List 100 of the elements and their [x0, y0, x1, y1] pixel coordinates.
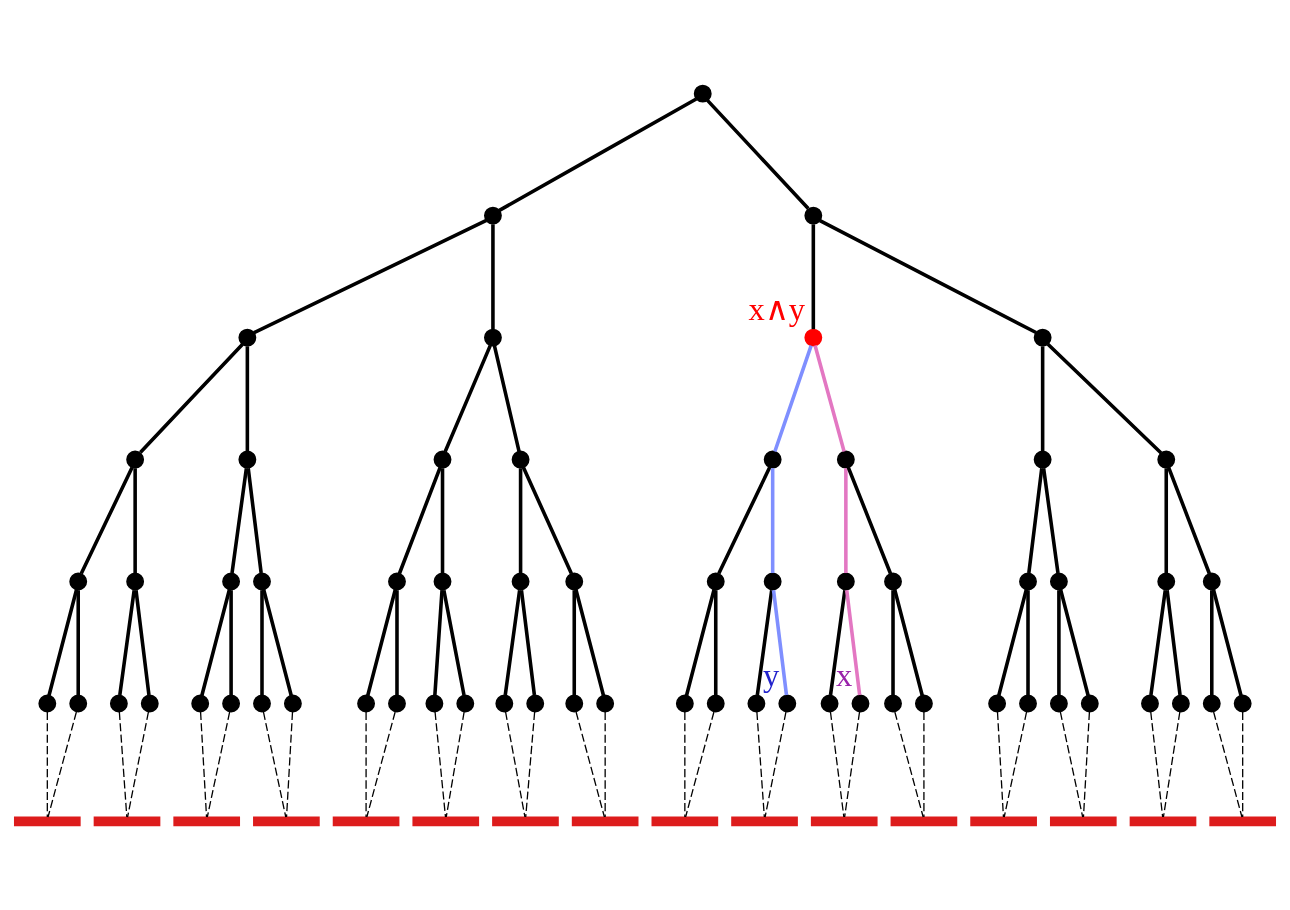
connector	[1150, 710, 1164, 818]
node-bar	[810, 816, 878, 826]
node-circle	[140, 694, 159, 712]
node-label: y	[762, 656, 780, 693]
connector	[1041, 467, 1060, 573]
connector	[1003, 710, 1028, 818]
connector	[575, 710, 606, 818]
connector	[756, 710, 765, 818]
node-circle	[706, 694, 725, 712]
connector	[684, 710, 715, 818]
connector	[206, 710, 231, 818]
connector	[819, 218, 1037, 334]
connector	[829, 710, 845, 818]
connector	[440, 467, 445, 573]
node-circle	[1049, 572, 1068, 590]
connector	[755, 589, 774, 695]
node-circle	[1019, 572, 1037, 590]
node-circle	[283, 694, 302, 712]
connector	[285, 710, 294, 818]
node-circle	[884, 694, 902, 712]
node-circle	[1202, 694, 1221, 712]
connector	[572, 589, 577, 695]
connector	[366, 588, 398, 696]
connector	[118, 710, 128, 818]
connector	[47, 588, 79, 696]
node-circle	[804, 328, 823, 347]
connector	[245, 345, 250, 451]
node-circle	[191, 694, 210, 712]
connector	[706, 98, 810, 210]
connector	[1210, 589, 1214, 695]
node-label: x	[836, 656, 853, 693]
node-circle	[988, 694, 1007, 712]
node-circle	[511, 450, 530, 468]
node-circle	[495, 694, 514, 712]
node-circle	[1157, 450, 1176, 468]
node-circle	[1080, 694, 1099, 712]
connector	[811, 223, 816, 329]
node-bar	[1049, 816, 1117, 826]
node-circle	[693, 84, 712, 103]
node-circle	[1141, 694, 1159, 712]
node-circle	[914, 694, 933, 712]
node-circle	[1171, 694, 1190, 712]
node-circle	[565, 572, 584, 590]
node-circle	[1233, 694, 1252, 712]
node-bar	[1209, 816, 1277, 826]
node-circle	[1033, 450, 1052, 468]
connector	[365, 710, 367, 818]
connector	[604, 710, 606, 818]
connector	[1212, 710, 1243, 818]
connector	[894, 710, 924, 818]
connector	[1058, 588, 1090, 696]
connector	[892, 588, 924, 696]
node-circle	[433, 572, 452, 590]
node-bar	[412, 816, 480, 826]
connector	[846, 466, 893, 574]
node-bar	[332, 816, 400, 826]
connector	[134, 589, 151, 695]
node-circle	[238, 328, 257, 347]
connector	[773, 344, 813, 452]
node-circle	[596, 694, 615, 712]
connector	[1242, 710, 1244, 818]
connector	[395, 589, 399, 695]
node-bar	[173, 816, 241, 826]
connector	[366, 710, 396, 818]
connector	[1149, 589, 1168, 695]
connector	[764, 710, 787, 818]
connector	[1211, 588, 1243, 696]
connector	[996, 710, 1005, 818]
node-bar	[731, 816, 798, 826]
node-circle	[69, 694, 88, 712]
connector	[844, 467, 848, 573]
node-circle	[747, 694, 766, 712]
connector	[498, 96, 698, 212]
connector	[1059, 710, 1084, 818]
connector	[1046, 342, 1163, 454]
connector	[844, 589, 862, 695]
node-circle	[675, 694, 694, 712]
node-circle	[526, 694, 545, 712]
node-circle	[511, 572, 530, 590]
connector	[229, 589, 233, 695]
connector	[79, 466, 134, 574]
node-circle	[836, 450, 855, 468]
node-bar	[970, 816, 1037, 826]
connector	[519, 589, 537, 695]
connector	[717, 466, 772, 574]
node-circle	[763, 572, 782, 590]
connector	[521, 466, 573, 574]
connector	[126, 710, 150, 818]
connector	[133, 467, 137, 573]
node-circle	[1202, 572, 1221, 590]
connector	[684, 588, 716, 696]
connector	[230, 467, 249, 573]
node-label: x∧y	[748, 290, 805, 327]
node-circle	[253, 572, 271, 590]
connector	[713, 589, 718, 695]
connector	[828, 589, 847, 695]
node-circle	[222, 572, 241, 590]
connector	[492, 344, 521, 452]
connector	[1164, 467, 1169, 573]
node-bar	[492, 816, 559, 826]
